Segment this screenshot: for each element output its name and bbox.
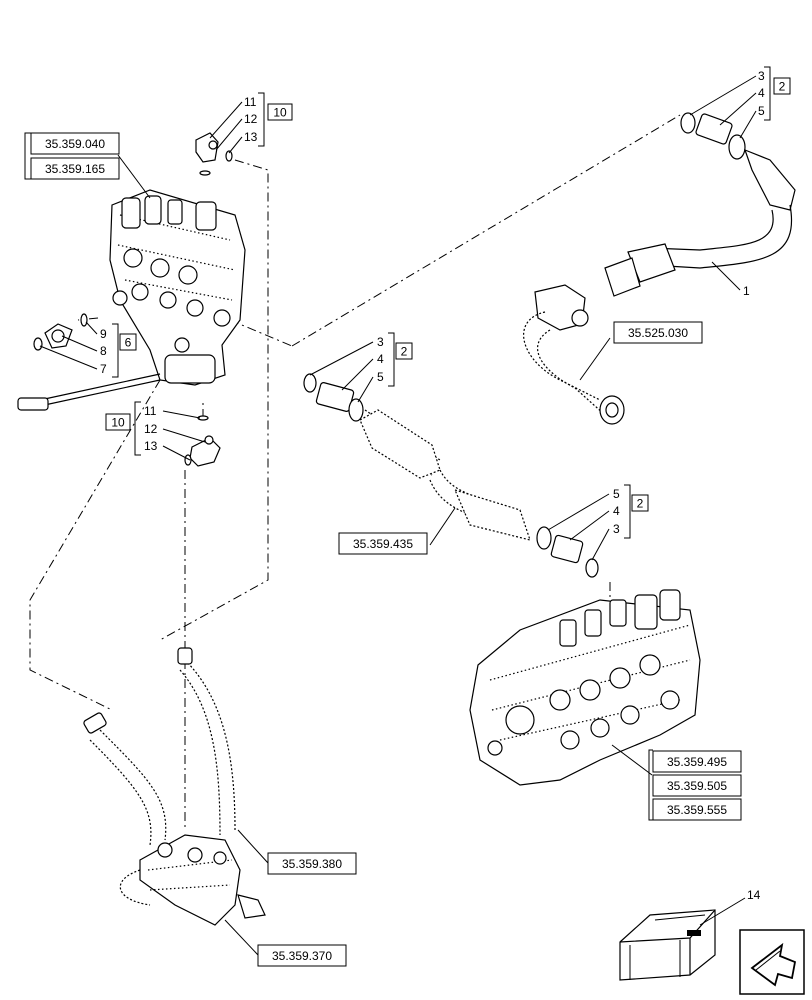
callout-numbers: 11 12 13 11 12 13 9 8 7 3 4 5 3 4 5 5 4 … (100, 69, 765, 902)
svg-text:35.359.040: 35.359.040 (45, 137, 105, 151)
ref-box-35-359-040[interactable]: 35.359.040 (30, 132, 120, 155)
ref-box-35-525-030[interactable]: 35.525.030 (613, 321, 703, 344)
callout-12-mid: 12 (144, 422, 158, 436)
hose-assembly-1 (604, 112, 796, 297)
callout-3-mid: 3 (377, 335, 384, 349)
control-valve-bottom-left (83, 647, 266, 926)
callout-4-top: 4 (758, 86, 765, 100)
ref-box-35-359-165[interactable]: 35.359.165 (30, 157, 120, 180)
group-brackets (24, 66, 771, 821)
callout-11-top: 11 (244, 95, 257, 109)
leader-lines (39, 75, 757, 956)
svg-text:35.525.030: 35.525.030 (628, 326, 688, 340)
tee-fitting-hose (523, 284, 625, 425)
svg-text:2: 2 (779, 80, 786, 94)
ref-box-35-359-555[interactable]: 35.359.555 (652, 798, 742, 821)
svg-text:35.359.370: 35.359.370 (272, 949, 332, 963)
svg-text:35.359.555: 35.359.555 (667, 803, 727, 817)
ref-box-35-359-435[interactable]: 35.359.435 (338, 532, 428, 555)
hose-route-line-upper (291, 114, 681, 347)
callout-9: 9 (100, 327, 107, 341)
group-box-2-low[interactable]: 2 (631, 494, 649, 512)
hose-route-line-left (29, 379, 161, 711)
group-box-10-mid[interactable]: 10 (105, 413, 131, 431)
callout-3-top: 3 (758, 69, 765, 83)
ref-box-35-359-370[interactable]: 35.359.370 (257, 944, 347, 967)
callout-4-low: 4 (613, 504, 620, 518)
callout-5-low: 5 (613, 487, 620, 501)
hose-route-line-join (229, 319, 293, 347)
group-box-6[interactable]: 6 (119, 333, 137, 351)
svg-text:10: 10 (111, 416, 125, 430)
fitting-7-8-9 (33, 313, 88, 351)
svg-text:6: 6 (125, 336, 132, 350)
navigation-arrow-icon[interactable] (739, 929, 805, 995)
control-valve-lower-right (469, 589, 701, 786)
ref-box-35-359-505[interactable]: 35.359.505 (652, 774, 742, 797)
svg-text:35.359.165: 35.359.165 (45, 162, 105, 176)
svg-text:35.359.495: 35.359.495 (667, 755, 727, 769)
callout-4-mid: 4 (377, 352, 384, 366)
callout-5-mid: 5 (377, 370, 384, 384)
group-box-10-top[interactable]: 10 (267, 103, 293, 121)
kit-box-label-mark (687, 930, 701, 936)
ref-box-35-359-495[interactable]: 35.359.495 (652, 750, 742, 773)
callout-7: 7 (100, 362, 107, 376)
callout-8: 8 (100, 344, 107, 358)
callout-11-mid: 11 (144, 404, 157, 418)
hose-assembly-middle (303, 373, 599, 578)
connection-lines (29, 114, 681, 830)
callout-12-top: 12 (244, 112, 258, 126)
svg-text:35.359.435: 35.359.435 (353, 537, 413, 551)
svg-text:2: 2 (637, 497, 644, 511)
group-box-2-top[interactable]: 2 (773, 77, 791, 95)
callout-5-top: 5 (758, 104, 765, 118)
svg-text:2: 2 (401, 345, 408, 359)
callout-3-low: 3 (613, 522, 620, 536)
callout-13-mid: 13 (144, 439, 158, 453)
control-valve-upper-left (109, 189, 246, 386)
svg-text:35.359.380: 35.359.380 (282, 857, 342, 871)
fitting-route-line-9 (77, 317, 99, 321)
kit-box (619, 909, 716, 981)
ref-box-35-359-380[interactable]: 35.359.380 (267, 852, 357, 875)
callout-14: 14 (747, 888, 761, 902)
elbow-fitting-mid (184, 415, 221, 467)
elbow-fitting-top (195, 132, 233, 176)
group-box-2-mid[interactable]: 2 (395, 342, 413, 360)
callout-1: 1 (743, 284, 750, 298)
lever-rod (17, 373, 161, 411)
svg-text:10: 10 (273, 106, 287, 120)
callout-13-top: 13 (244, 130, 258, 144)
svg-text:35.359.505: 35.359.505 (667, 779, 727, 793)
